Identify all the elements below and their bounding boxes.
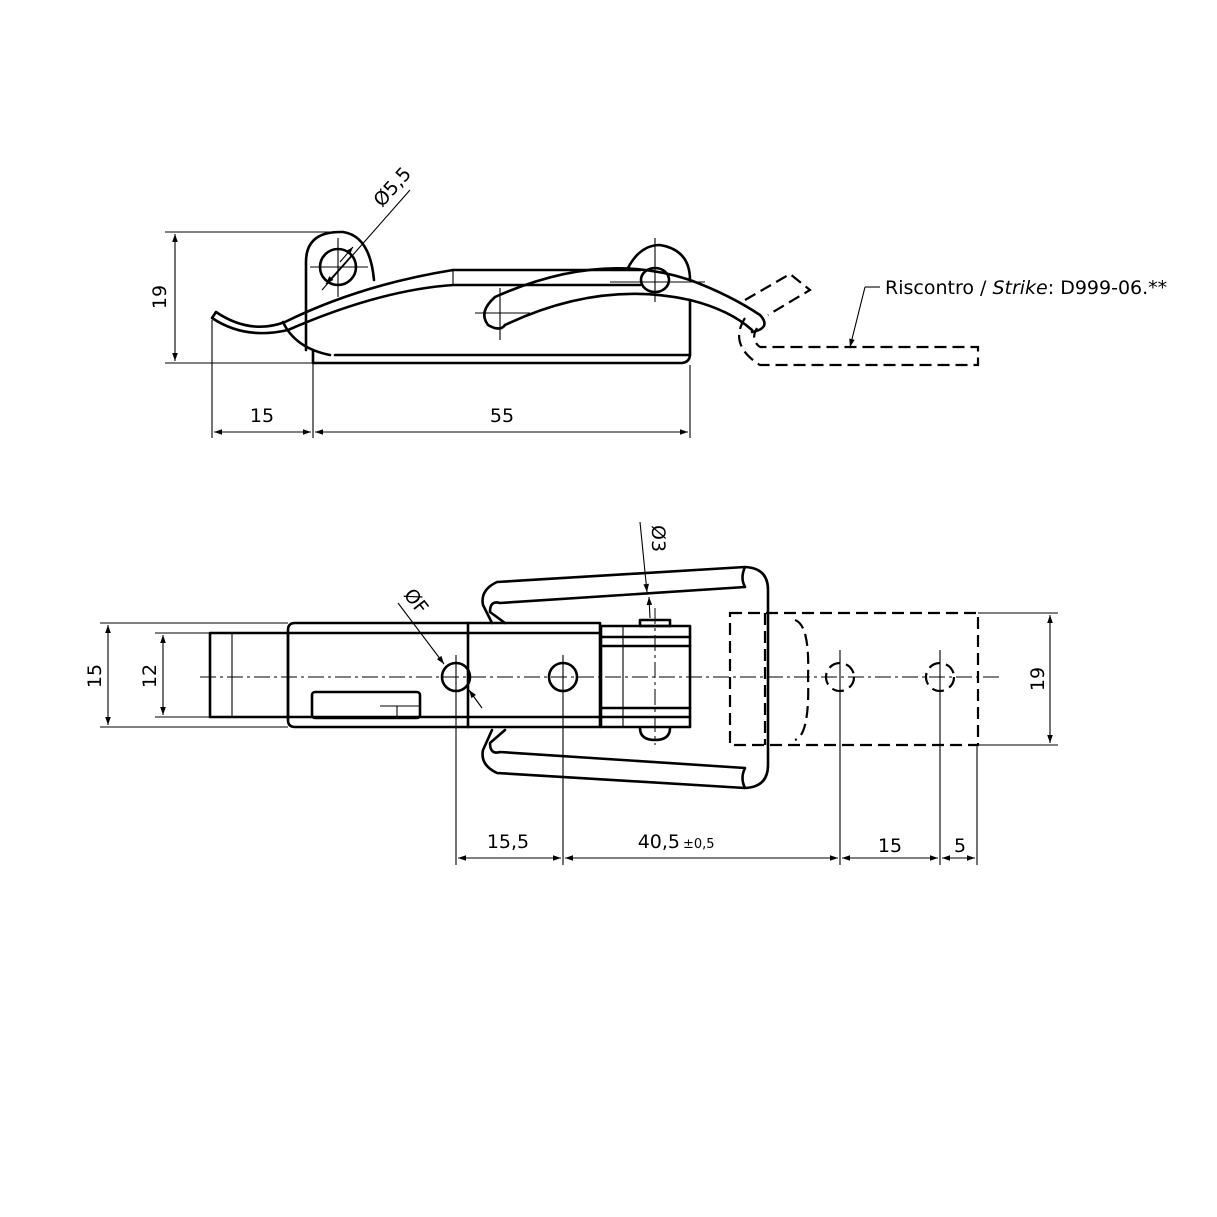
body-length-dimension: 55 [490, 405, 514, 427]
slot [310, 690, 422, 720]
hole-diameter-dimension: Ø5,5 [369, 163, 416, 211]
hole-diameter-f-dimension: ØF [399, 585, 432, 619]
wire-loop [481, 565, 770, 790]
right-ear [626, 243, 692, 282]
strike-hole-spacing-dimension: 15 [878, 835, 902, 857]
strike-hook [744, 272, 812, 316]
left-length-dimension: 15 [250, 405, 274, 427]
strike-width-dimension: 19 [1027, 667, 1049, 691]
base-plate [311, 298, 692, 365]
strike-edge-dimension: 5 [954, 835, 966, 857]
center-distance-dimension: 40,5 [638, 831, 680, 853]
spring-arm [210, 268, 642, 335]
inner-width-dimension: 12 [139, 664, 161, 688]
slider [208, 631, 290, 719]
center-distance-tolerance: ±0,5 [683, 837, 715, 852]
arm-lower-curve [281, 320, 332, 357]
pin-diameter-dimension: Ø3 [647, 525, 669, 552]
lever-pivot [483, 295, 507, 330]
height-dimension: 19 [149, 285, 171, 309]
top-view: 15 12 19 ØF Ø3 15,5 40,5 ±0,5 15 5 [84, 521, 1058, 865]
hole-spacing-dimension: 15,5 [487, 831, 529, 853]
strike-label: Riscontro / Strike: D999-06.** [885, 277, 1167, 299]
left-ear [304, 230, 376, 352]
outer-width-dimension: 15 [84, 664, 106, 688]
lever [493, 267, 766, 334]
strike-outline [738, 317, 980, 367]
side-view: Riscontro / Strike: D999-06.** 19 Ø5,5 1… [149, 163, 1167, 438]
strike-plate [728, 611, 980, 747]
latch-body [286, 621, 602, 729]
